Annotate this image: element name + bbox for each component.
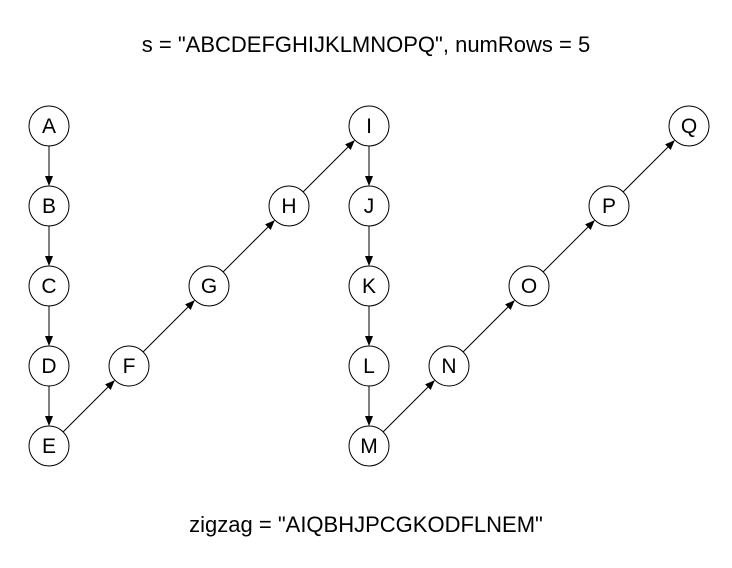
node-circle bbox=[28, 345, 70, 387]
arrow-p-to-q bbox=[622, 140, 675, 193]
node-label: Q bbox=[681, 115, 697, 138]
node-c: C bbox=[28, 265, 70, 307]
node-circle bbox=[108, 345, 150, 387]
node-m: M bbox=[348, 425, 390, 467]
node-circle bbox=[268, 185, 310, 227]
node-label: O bbox=[521, 275, 537, 298]
arrow-m-to-n bbox=[382, 380, 435, 433]
node-label: F bbox=[123, 355, 136, 378]
node-o: O bbox=[508, 265, 550, 307]
node-label: P bbox=[602, 195, 616, 218]
node-circle bbox=[28, 105, 70, 147]
node-a: A bbox=[28, 105, 70, 147]
arrow-e-to-f bbox=[62, 380, 115, 433]
node-q: Q bbox=[668, 105, 710, 147]
node-circle bbox=[508, 265, 550, 307]
node-g: G bbox=[188, 265, 230, 307]
node-j: J bbox=[348, 185, 390, 227]
node-l: L bbox=[348, 345, 390, 387]
node-circle bbox=[588, 185, 630, 227]
node-circle bbox=[28, 425, 70, 467]
node-label: N bbox=[441, 355, 456, 378]
node-e: E bbox=[28, 425, 70, 467]
node-circle bbox=[348, 185, 390, 227]
node-circle bbox=[348, 345, 390, 387]
node-label: M bbox=[360, 435, 378, 458]
node-p: P bbox=[588, 185, 630, 227]
arrow-h-to-i bbox=[302, 140, 355, 193]
arrow-n-to-o bbox=[462, 300, 515, 353]
node-circle bbox=[348, 425, 390, 467]
nodes-layer: A B C D E F G H I J K L M N O P Q bbox=[28, 105, 710, 467]
node-circle bbox=[428, 345, 470, 387]
node-i: I bbox=[348, 105, 390, 147]
edges-layer bbox=[45, 140, 675, 433]
node-h: H bbox=[268, 185, 310, 227]
node-label: G bbox=[201, 275, 217, 298]
node-label: E bbox=[42, 435, 56, 458]
node-circle bbox=[188, 265, 230, 307]
arrow-f-to-g bbox=[142, 300, 195, 353]
zigzag-result: zigzag = "AIQBHJPCGKODFLNEM" bbox=[189, 512, 543, 537]
node-label: D bbox=[41, 355, 56, 378]
diagram-title: s = "ABCDEFGHIJKLMNOPQ", numRows = 5 bbox=[141, 32, 591, 57]
node-circle bbox=[28, 185, 70, 227]
node-label: H bbox=[281, 195, 296, 218]
node-circle bbox=[668, 105, 710, 147]
node-label: A bbox=[42, 115, 56, 138]
node-n: N bbox=[428, 345, 470, 387]
node-label: J bbox=[364, 195, 375, 218]
arrow-o-to-p bbox=[542, 220, 595, 273]
node-label: L bbox=[363, 355, 375, 378]
node-label: B bbox=[42, 195, 56, 218]
node-circle bbox=[28, 265, 70, 307]
node-label: I bbox=[366, 115, 372, 138]
node-circle bbox=[348, 105, 390, 147]
node-k: K bbox=[348, 265, 390, 307]
node-label: C bbox=[41, 275, 56, 298]
node-circle bbox=[348, 265, 390, 307]
node-b: B bbox=[28, 185, 70, 227]
arrow-g-to-h bbox=[222, 220, 275, 273]
node-label: K bbox=[362, 275, 376, 298]
node-d: D bbox=[28, 345, 70, 387]
node-f: F bbox=[108, 345, 150, 387]
